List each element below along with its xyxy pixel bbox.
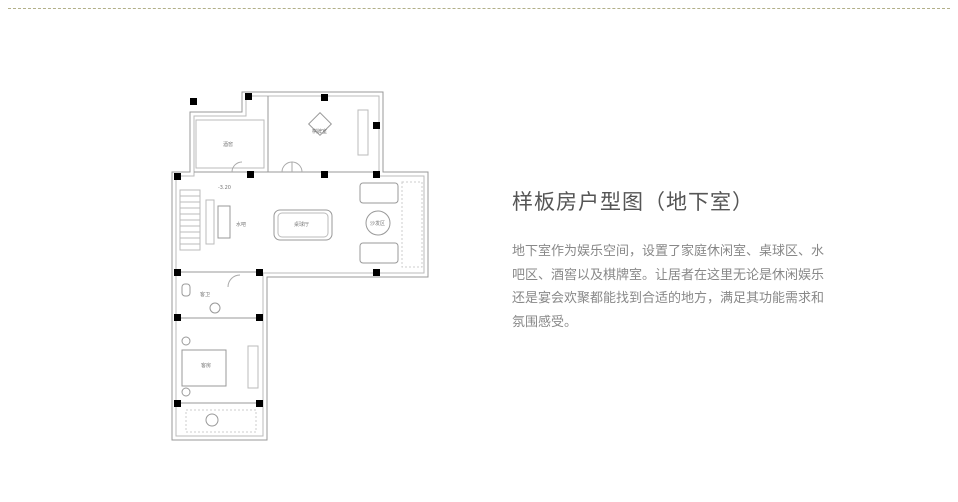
room-label-billiards: 桌球厅 (294, 221, 309, 228)
room-label-sofa-area: 沙发区 (370, 220, 385, 227)
section-description: 地下室作为娱乐空间，设置了家庭休闲室、桌球区、水吧区、酒窖以及棋牌室。让居者在这… (512, 244, 825, 330)
section-title: 样板房户型图（地下室） (512, 190, 754, 214)
room-label-chess-room: 棋牌室 (312, 128, 327, 135)
room-label-water-bar: 水吧 (236, 221, 246, 228)
room-label-guest-bath: 客卫 (200, 291, 210, 298)
level-mark: -3.20 (218, 185, 231, 191)
room-label-guest-room: 客房 (201, 362, 211, 369)
room-label-wine-cellar: 酒窖 (223, 141, 233, 148)
structural-pillars (174, 93, 380, 407)
dotted-divider (8, 8, 950, 9)
